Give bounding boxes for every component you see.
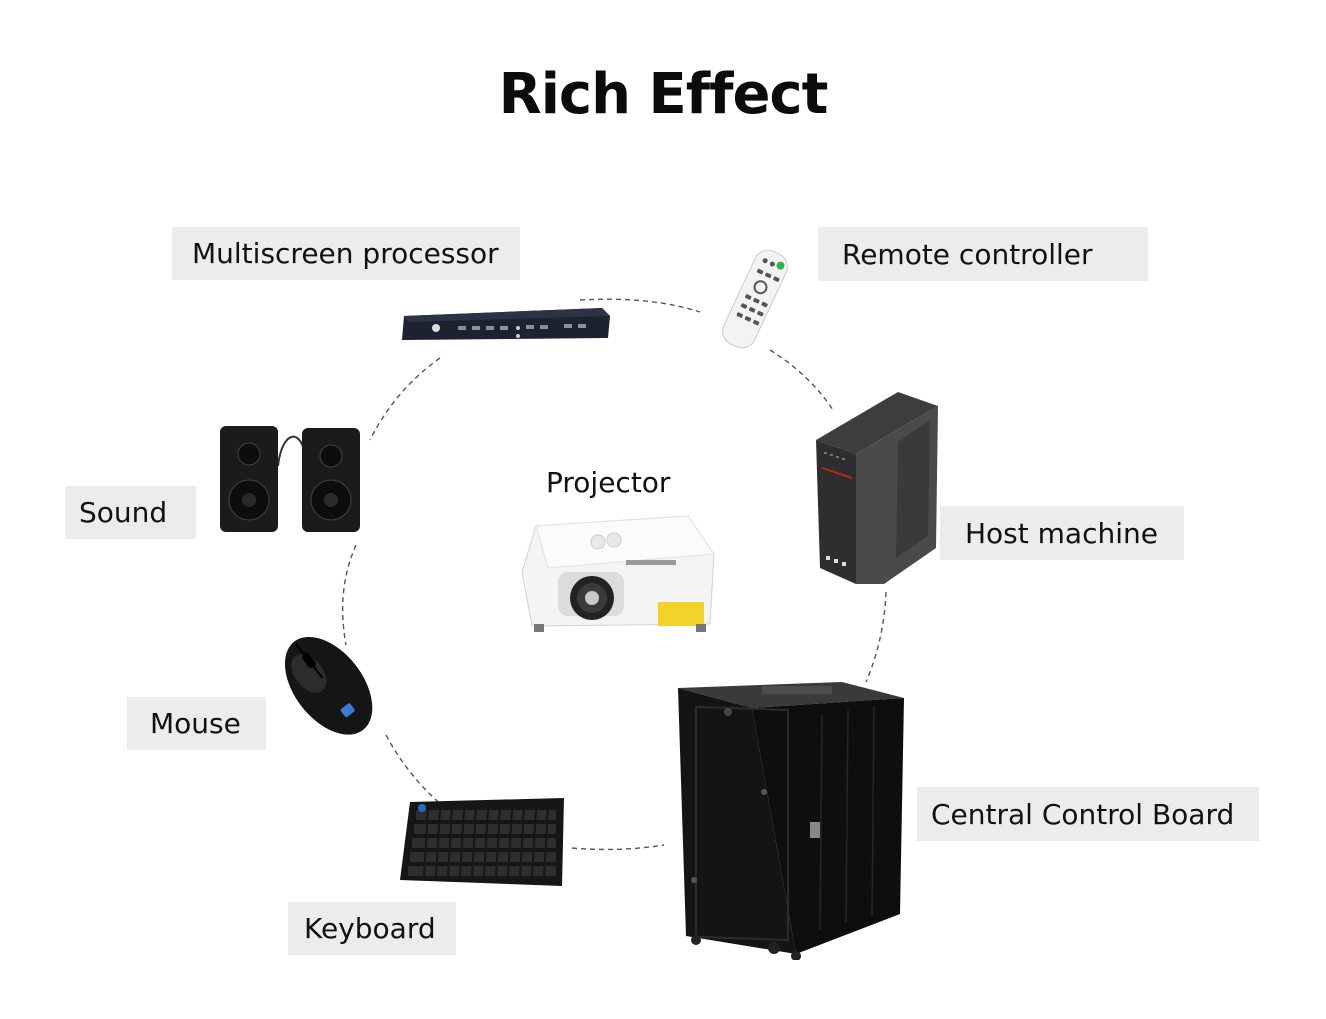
label-multiscreen-processor: Multiscreen processor xyxy=(172,227,520,280)
projector-image xyxy=(521,515,715,632)
keyboard-image xyxy=(400,798,564,886)
speakers-image xyxy=(220,426,360,532)
label-central-control-board: Central Control Board xyxy=(917,787,1259,841)
label-sound: Sound xyxy=(65,486,196,539)
label-host-machine: Host machine xyxy=(940,506,1184,560)
central-control-cabinet-image xyxy=(678,682,904,960)
label-mouse: Mouse xyxy=(127,697,266,750)
multiscreen-processor-image xyxy=(402,308,610,340)
remote-controller-image xyxy=(722,249,788,349)
diagram-title: Rich Effect xyxy=(498,62,829,127)
label-keyboard: Keyboard xyxy=(288,902,456,955)
label-projector: Projector xyxy=(546,466,671,499)
label-remote-controller: Remote controller xyxy=(818,227,1148,281)
host-machine-image xyxy=(816,392,938,584)
mouse-image xyxy=(284,636,373,735)
